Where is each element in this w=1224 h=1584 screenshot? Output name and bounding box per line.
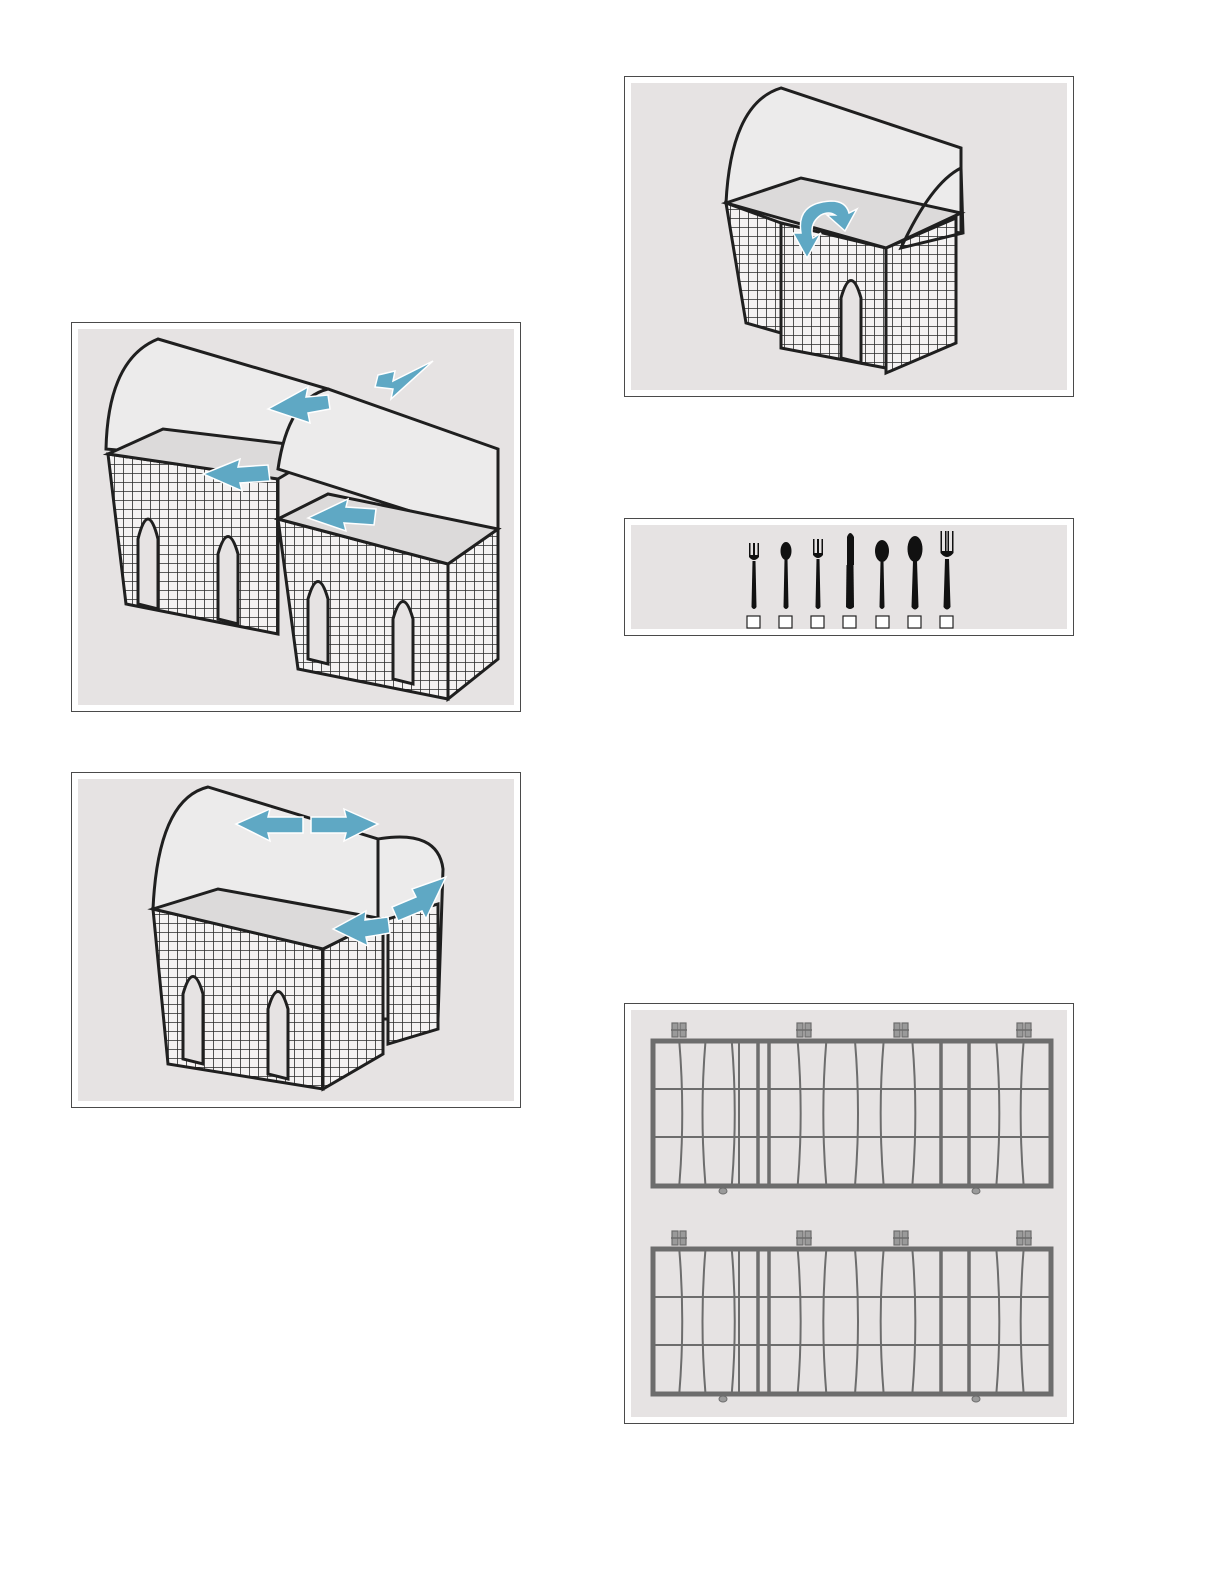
hinge-icon <box>796 1231 812 1245</box>
foot-icon <box>719 1188 727 1194</box>
fork-icon <box>749 543 759 609</box>
figure-basket-single-extend <box>71 772 521 1108</box>
figure-basket-fold-rotate <box>624 76 1074 397</box>
foot-icon <box>719 1396 727 1402</box>
basket-layout <box>653 1231 1051 1402</box>
arrow-right-icon <box>375 361 433 399</box>
foot-icon <box>972 1188 980 1194</box>
hinge-icon <box>671 1231 687 1245</box>
basket-pair-illustration <box>78 329 514 705</box>
checkbox <box>876 616 889 628</box>
basket-compartment <box>653 1249 758 1394</box>
right-basket <box>278 389 498 699</box>
tablespoon-icon <box>908 536 923 610</box>
hinge-icon <box>893 1231 909 1245</box>
checkbox <box>908 616 921 628</box>
soup-spoon-icon <box>875 540 889 609</box>
hinge-icon <box>893 1023 909 1037</box>
basket-top-views <box>631 1010 1067 1417</box>
basket-compartment <box>653 1041 758 1186</box>
figure-basket-top-view-layouts <box>624 1003 1074 1424</box>
hinge-icon <box>796 1023 812 1037</box>
illustration-panel <box>78 329 514 705</box>
hinge-icon <box>671 1023 687 1037</box>
cutlery-row <box>631 525 1067 629</box>
basket-layout <box>653 1023 1051 1194</box>
figure-cutlery-types <box>624 518 1074 636</box>
checkbox <box>843 616 856 628</box>
illustration-panel <box>631 525 1067 629</box>
figure-basket-pair-slide <box>71 322 521 712</box>
teaspoon-icon <box>781 542 792 609</box>
basket-extend-illustration <box>78 779 514 1101</box>
illustration-panel <box>631 83 1067 390</box>
checkbox <box>811 616 824 628</box>
foot-icon <box>972 1396 980 1402</box>
checkbox <box>779 616 792 628</box>
hinge-icon <box>1016 1231 1032 1245</box>
illustration-panel <box>631 1010 1067 1417</box>
illustration-panel <box>78 779 514 1101</box>
checkbox <box>940 616 953 628</box>
basket-compartment <box>969 1249 1051 1394</box>
basket-compartment <box>969 1041 1051 1186</box>
dessert-fork-icon <box>813 539 823 609</box>
serving-fork-icon <box>941 531 954 610</box>
basket-rotate-illustration <box>631 83 1067 390</box>
knife-icon <box>846 533 854 609</box>
hinge-icon <box>1016 1023 1032 1037</box>
checkbox <box>747 616 760 628</box>
